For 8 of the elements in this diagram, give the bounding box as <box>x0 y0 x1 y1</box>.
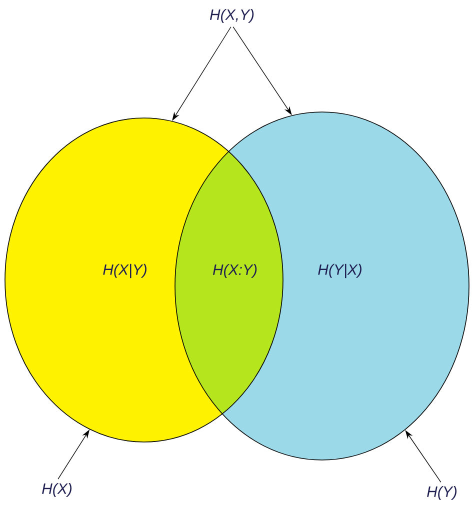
region-label: H(X:Y) <box>212 264 257 278</box>
region-label: H(X|Y) <box>103 264 146 278</box>
region-label: H(Y|X) <box>318 264 362 278</box>
node-label: H(X) <box>42 483 72 497</box>
set-ellipse <box>4 118 284 442</box>
set-ellipse <box>174 112 470 460</box>
node-label: H(X,Y) <box>210 9 254 23</box>
node-label: H(Y) <box>427 486 456 500</box>
